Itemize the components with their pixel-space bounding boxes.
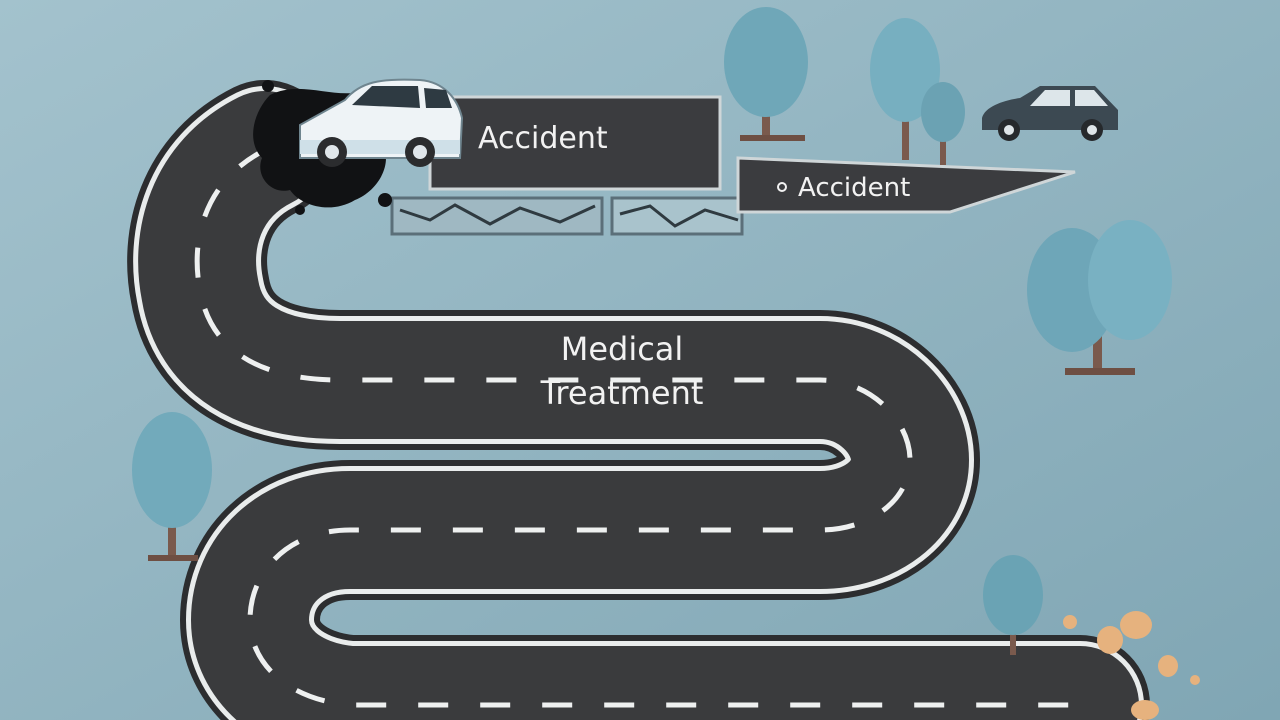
winding-road [127, 80, 1150, 720]
accident-sign-main-label: Accident [478, 121, 608, 156]
car-white-icon [299, 78, 464, 167]
tree-icon [132, 412, 212, 561]
accident-sign-arrow: Accident [736, 156, 1076, 214]
road-label-treatment: Treatment [540, 374, 704, 412]
tree-icon [724, 7, 808, 141]
road-label-medical: Medical [561, 330, 684, 368]
accident-sign-arrow-label: Accident [798, 173, 910, 203]
tree-icon [1027, 220, 1172, 375]
pebble-icon [1063, 611, 1200, 720]
sign-dot-icon [777, 182, 787, 192]
car-dark-icon [982, 86, 1118, 141]
tree-icon [870, 18, 965, 165]
tree-icon [983, 555, 1043, 655]
accident-sign-main: Accident [428, 95, 722, 191]
lane-dashes [194, 147, 1080, 708]
cracked-pavement [390, 196, 744, 236]
